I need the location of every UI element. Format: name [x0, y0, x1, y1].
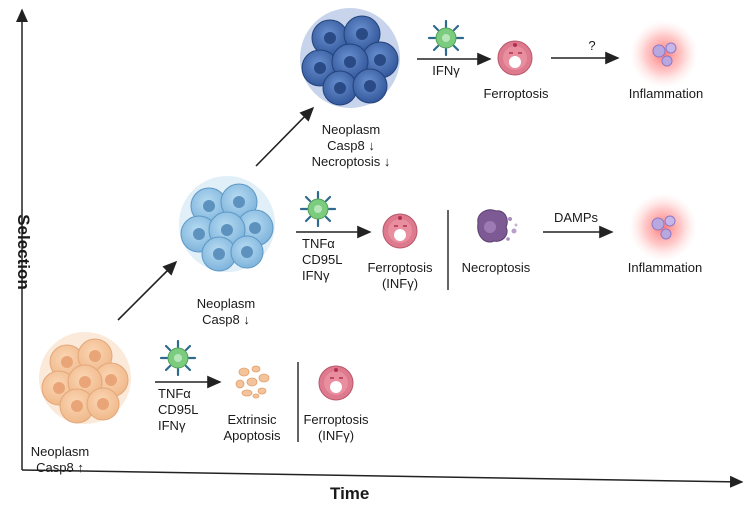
stage2-inflammation-label: Inflammation [627, 260, 703, 275]
stage1-stimuli-label: TNFα CD95L IFNγ [158, 386, 198, 434]
stage2-stimuli-label: TNFα CD95L IFNγ [302, 236, 342, 284]
axes [16, 8, 744, 488]
tumor-cluster-icon-orange [39, 332, 131, 424]
stage2-neoplasm-label: Neoplasm Casp8 ↓ [176, 296, 276, 328]
label-line: Necroptosis ↓ [311, 154, 391, 169]
stage3-unknown-signal-label: ? [588, 38, 596, 53]
y-axis-title: Selection [14, 214, 33, 290]
stage1-neoplasm-label: Neoplasm Casp8 ↑ [30, 444, 90, 476]
stage3-stimulus-label: IFNγ [432, 63, 460, 78]
label-line: TNFα [302, 236, 335, 251]
label-line: CD95L [158, 402, 199, 417]
label-line: (INFγ) [317, 428, 355, 443]
tumor-cluster-icon-light-blue [179, 176, 275, 272]
label-line: Casp8 ↑ [36, 460, 84, 475]
ferroptotic-cell-icon-stage1 [318, 365, 354, 401]
stage2-damps-label: DAMPs [553, 210, 599, 225]
label-line: Casp8 ↓ [202, 312, 250, 327]
x-axis-title: Time [330, 484, 370, 503]
label-line: Extrinsic [227, 412, 277, 427]
label-line: Neoplasm [196, 296, 256, 311]
progression-arrow-2 [255, 106, 315, 167]
ferroptotic-cell-icon-stage2 [382, 213, 418, 249]
label-line: (INFγ) [381, 276, 419, 291]
label-line: IFNγ [158, 418, 186, 433]
progression-arrow-1 [117, 260, 178, 321]
stage3-ferroptosis-label: Ferroptosis [483, 86, 549, 101]
stage1-ferroptosis-label: Ferroptosis (INFγ) [296, 412, 376, 444]
ferroptotic-cell-icon-stage3 [497, 40, 533, 76]
immune-cell-icon-stage3 [427, 19, 465, 57]
label-line: Ferroptosis [367, 260, 433, 275]
apoptotic-fragments-icon [235, 365, 270, 399]
label-line: Ferroptosis [303, 412, 369, 427]
stage1-apoptosis-label: Extrinsic Apoptosis [214, 412, 290, 444]
label-line: Neoplasm [321, 122, 381, 137]
stage3-inflammation-label: Inflammation [628, 86, 704, 101]
label-line: Apoptosis [223, 428, 281, 443]
inflammation-icon-stage3 [630, 20, 698, 88]
label-line: TNFα [158, 386, 191, 401]
stage3-neoplasm-label: Neoplasm Casp8 ↓ Necroptosis ↓ [296, 122, 406, 170]
necroptotic-cell-icon [477, 209, 518, 243]
x-axis [21, 469, 744, 488]
label-line: Casp8 ↓ [327, 138, 375, 153]
label-line: CD95L [302, 252, 343, 267]
label-line: IFNγ [302, 268, 330, 283]
immune-cell-icon-stage1 [159, 339, 197, 377]
inflammation-icon-stage2 [629, 193, 697, 261]
tumor-cluster-icon-dark-blue [300, 8, 400, 108]
stage2-ferroptosis-label: Ferroptosis (INFγ) [360, 260, 440, 292]
stage2-necroptosis-label: Necroptosis [461, 260, 531, 275]
label-line: Neoplasm [30, 444, 90, 459]
immune-cell-icon-stage2 [299, 190, 337, 228]
